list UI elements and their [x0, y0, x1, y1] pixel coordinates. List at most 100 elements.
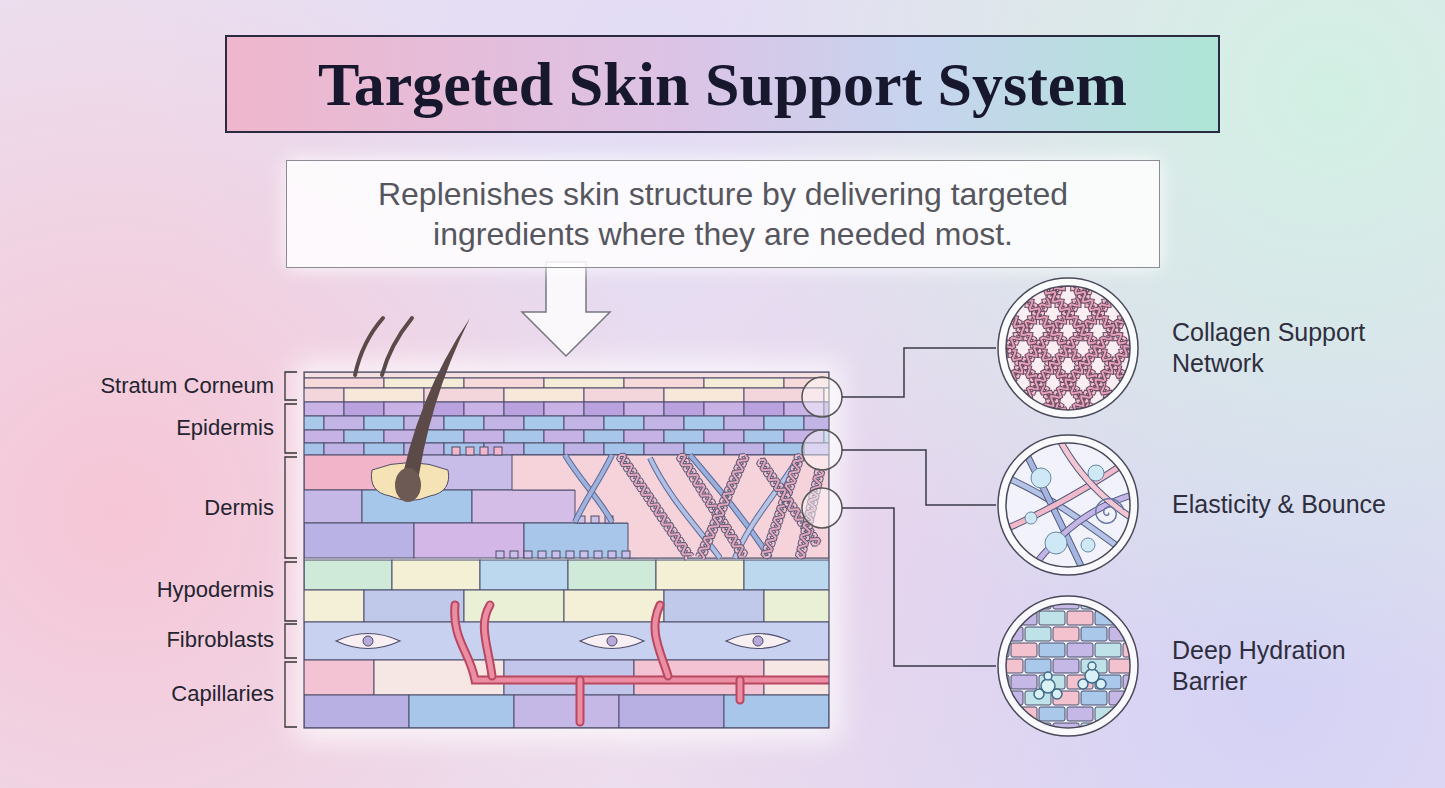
- skin-brick: [344, 430, 384, 443]
- barrier-brick: [1081, 691, 1107, 705]
- fibroblast-cell: [726, 634, 790, 649]
- skin-ground: [304, 372, 829, 728]
- skin-brick: [484, 443, 524, 455]
- layer-bracket: [285, 404, 297, 453]
- skin-brick: [304, 622, 829, 660]
- elastic-fiber: [575, 455, 612, 522]
- skin-brick: [704, 430, 744, 443]
- barrier-brick: [1053, 595, 1079, 609]
- leader-line: [842, 508, 996, 666]
- elastic-fiber: [565, 455, 612, 522]
- layer-bracket: [285, 662, 297, 727]
- cell-bump: [622, 551, 630, 558]
- skin-brick: [684, 416, 724, 430]
- skin-brick: [764, 443, 804, 455]
- skin-brick: [324, 443, 364, 455]
- cell-bump: [480, 447, 488, 455]
- cell-bump: [510, 551, 518, 558]
- barrier-brick: [1137, 723, 1140, 737]
- water-molecule: [1096, 679, 1106, 689]
- collagen-strand: [1095, 276, 1140, 420]
- cell-nucleus: [607, 636, 617, 646]
- skin-brick: [584, 402, 624, 416]
- skin-brick: [684, 443, 724, 455]
- layer-bracket: [285, 624, 297, 658]
- circle-ground: [996, 594, 1140, 738]
- elastic-fiber: [565, 455, 612, 522]
- skin-brick: [472, 490, 582, 523]
- skin-brick: [304, 560, 392, 590]
- skin-brick: [584, 430, 624, 443]
- cell-nucleus: [363, 636, 373, 646]
- collagen-strand: [699, 455, 747, 559]
- water-molecule: [1052, 689, 1062, 699]
- skin-brick: [424, 430, 464, 443]
- elastic-coil: [1096, 499, 1124, 523]
- skin-brick: [724, 416, 764, 430]
- barrier-brick: [1081, 627, 1107, 641]
- title: Targeted Skin Support System: [318, 49, 1127, 120]
- barrier-brick: [1123, 707, 1140, 721]
- barrier-brick: [1123, 675, 1140, 689]
- skin-brick: [414, 523, 524, 558]
- cell-bump: [594, 551, 602, 558]
- skin-brick: [744, 402, 784, 416]
- barrier-brick: [1109, 723, 1135, 737]
- skin-brick: [304, 443, 324, 455]
- circle-content: [996, 276, 1140, 420]
- skin-brick: [464, 430, 504, 443]
- layer-label: Hypodermis: [24, 577, 274, 603]
- skin-brick: [484, 416, 524, 430]
- water-molecule: [1078, 679, 1088, 689]
- skin-brick: [304, 402, 344, 416]
- barrier-brick: [1039, 643, 1065, 657]
- skin-brick: [304, 695, 409, 728]
- layer-bracket: [285, 372, 297, 400]
- capillary: [484, 605, 492, 676]
- fibroblast-cell: [580, 634, 644, 649]
- layer-label: Capillaries: [24, 681, 274, 707]
- skin-brick: [664, 388, 744, 402]
- leader-line: [842, 348, 996, 397]
- barrier-brick: [1053, 723, 1079, 737]
- skin-brick: [384, 378, 464, 388]
- hydration-bubble: [1088, 465, 1104, 481]
- skin-brick: [704, 378, 784, 388]
- layer-label: Stratum Corneum: [24, 373, 274, 399]
- skin-brick: [304, 590, 364, 622]
- water-molecule: [1034, 689, 1044, 699]
- skin-brick: [304, 388, 344, 402]
- water-molecule: [1088, 662, 1096, 670]
- skin-brick: [444, 443, 484, 455]
- elastic-fiber: [996, 473, 1140, 563]
- skin-brick: [744, 560, 829, 590]
- barrier-brick: [1039, 611, 1065, 625]
- skin-brick: [364, 590, 464, 622]
- skin-brick: [504, 430, 544, 443]
- capillary: [455, 605, 829, 680]
- circle-content: [996, 433, 1140, 577]
- skin-brick: [704, 402, 744, 416]
- skin-outline: [304, 372, 829, 728]
- skin-brick: [619, 695, 724, 728]
- leader-line: [842, 450, 996, 505]
- skin-brick: [804, 416, 829, 430]
- skin-brick: [304, 378, 384, 388]
- skin-brick: [564, 443, 604, 455]
- collagen-strand: [699, 455, 747, 559]
- cell-bump: [496, 551, 504, 558]
- barrier-brick: [1137, 691, 1140, 705]
- callout-circle: [802, 430, 842, 470]
- collagen-strand: [1093, 276, 1140, 418]
- skin-brick: [344, 402, 384, 416]
- skin-brick: [568, 560, 656, 590]
- cell-bump: [580, 551, 588, 558]
- barrier-brick: [1109, 659, 1135, 673]
- glow: [296, 362, 841, 740]
- skin-cross-section: [304, 372, 829, 728]
- layer-label: Epidermis: [24, 415, 274, 441]
- barrier-brick: [1109, 595, 1135, 609]
- callout-circle: [802, 377, 842, 417]
- skin-brick: [464, 402, 504, 416]
- skin-brick: [664, 590, 764, 622]
